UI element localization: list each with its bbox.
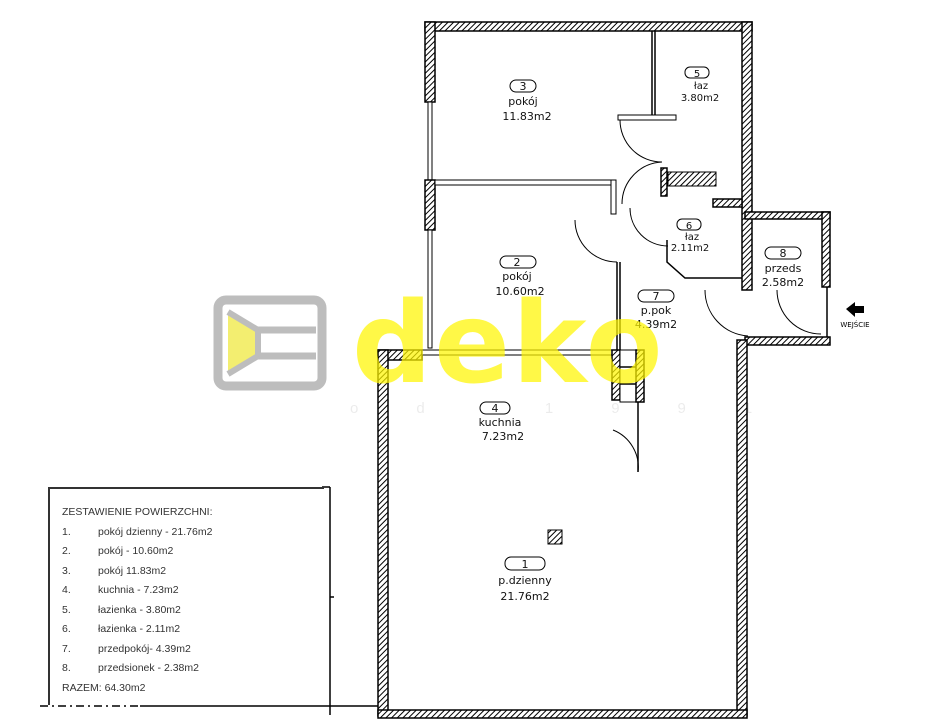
legend-row: 6.łazienka - 2.11m2 (62, 623, 181, 635)
svg-text:1: 1 (522, 558, 529, 571)
legend-title: ZESTAWIENIE POWIERZCHNI: (62, 506, 213, 518)
room-1-label: 1 p.dzienny 21.76m2 (498, 556, 552, 603)
svg-text:3.80m2: 3.80m2 (681, 93, 719, 104)
svg-text:2: 2 (514, 256, 521, 269)
area-summary-table: ZESTAWIENIE POWIERZCHNI: 1.pokój dzienny… (48, 487, 324, 705)
svg-text:7: 7 (653, 290, 660, 303)
svg-text:2.11m2: 2.11m2 (671, 243, 709, 254)
svg-text:p.dzienny: p.dzienny (498, 574, 552, 587)
deko-logo-icon (213, 295, 327, 391)
svg-text:7.23m2: 7.23m2 (482, 430, 524, 443)
svg-text:4.39m2: 4.39m2 (635, 318, 677, 331)
watermark-brand: deko (352, 279, 665, 409)
entrance-marker: WEJŚCIE (840, 302, 870, 329)
svg-text:21.76m2: 21.76m2 (500, 590, 549, 603)
legend-row: 7.przedpokój- 4.39m2 (62, 642, 191, 655)
svg-text:łaz: łaz (694, 81, 708, 92)
svg-text:pokój: pokój (508, 95, 537, 108)
watermark-sub: od 1991 (350, 400, 811, 417)
svg-text:8: 8 (780, 247, 787, 260)
svg-text:2.58m2: 2.58m2 (762, 276, 804, 289)
svg-text:kuchnia: kuchnia (479, 416, 522, 429)
svg-text:5: 5 (694, 69, 700, 80)
svg-text:p.pok: p.pok (641, 304, 672, 317)
legend-row: 8.przedsionek - 2.38m2 (62, 662, 199, 674)
svg-text:10.60m2: 10.60m2 (495, 285, 544, 298)
legend-row: 1.pokój dzienny - 21.76m2 (62, 525, 213, 538)
legend-row: 4.kuchnia - 7.23m2 (62, 584, 179, 596)
room-3-label: 3 pokój 11.83m2 (502, 79, 552, 123)
arrow-left-icon (846, 302, 864, 317)
svg-text:pokój: pokój (502, 270, 531, 283)
legend-row: 3.pokój 11.83m2 (62, 564, 167, 577)
legend-row: 2.pokój - 10.60m2 (62, 545, 174, 557)
svg-text:6: 6 (686, 221, 692, 232)
legend-frame (40, 486, 378, 715)
svg-text:11.83m2: 11.83m2 (502, 110, 551, 123)
svg-text:łaz: łaz (685, 232, 699, 243)
svg-text:4: 4 (492, 402, 499, 415)
svg-text:WEJŚCIE: WEJŚCIE (840, 320, 869, 329)
legend-row: 5.łazienka - 3.80m2 (62, 603, 181, 616)
legend-total: RAZEM: 64.30m2 (62, 681, 146, 694)
svg-text:3: 3 (520, 80, 527, 93)
door-swings (574, 119, 822, 473)
svg-text:przeds: przeds (765, 262, 802, 275)
walls (377, 21, 831, 719)
